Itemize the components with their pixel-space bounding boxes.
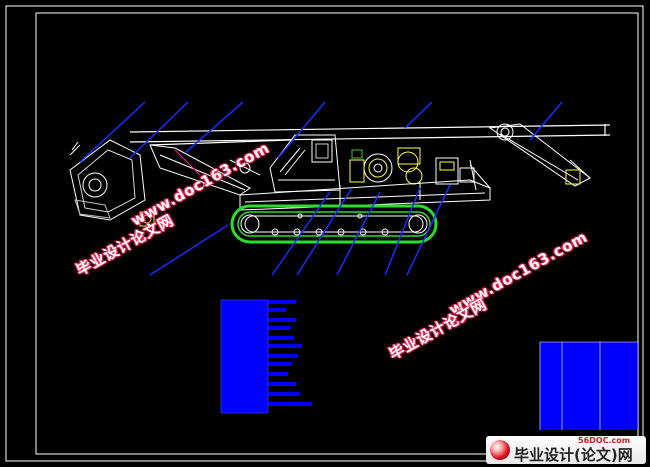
callout-leader-lines	[79, 101, 563, 276]
power-unit	[349, 147, 475, 185]
parts-list-table	[220, 299, 312, 414]
tunneling-machine-drawing	[69, 101, 611, 276]
globe-icon	[490, 440, 510, 460]
logo-domain: 56DOC.com	[578, 436, 631, 445]
boom-linkage	[149, 144, 261, 196]
title-block	[539, 341, 639, 430]
cutter-head	[69, 139, 155, 227]
main-frame	[129, 124, 611, 146]
drawing-border	[5, 5, 644, 462]
crawler-track	[230, 204, 438, 244]
logo-text: 毕业设计(论文)网	[514, 446, 633, 464]
chassis	[239, 159, 491, 211]
site-logo: 56DOC.com 毕业设计(论文)网	[486, 436, 646, 464]
rear-conveyor-arm	[488, 123, 591, 187]
operator-cab	[269, 134, 341, 193]
